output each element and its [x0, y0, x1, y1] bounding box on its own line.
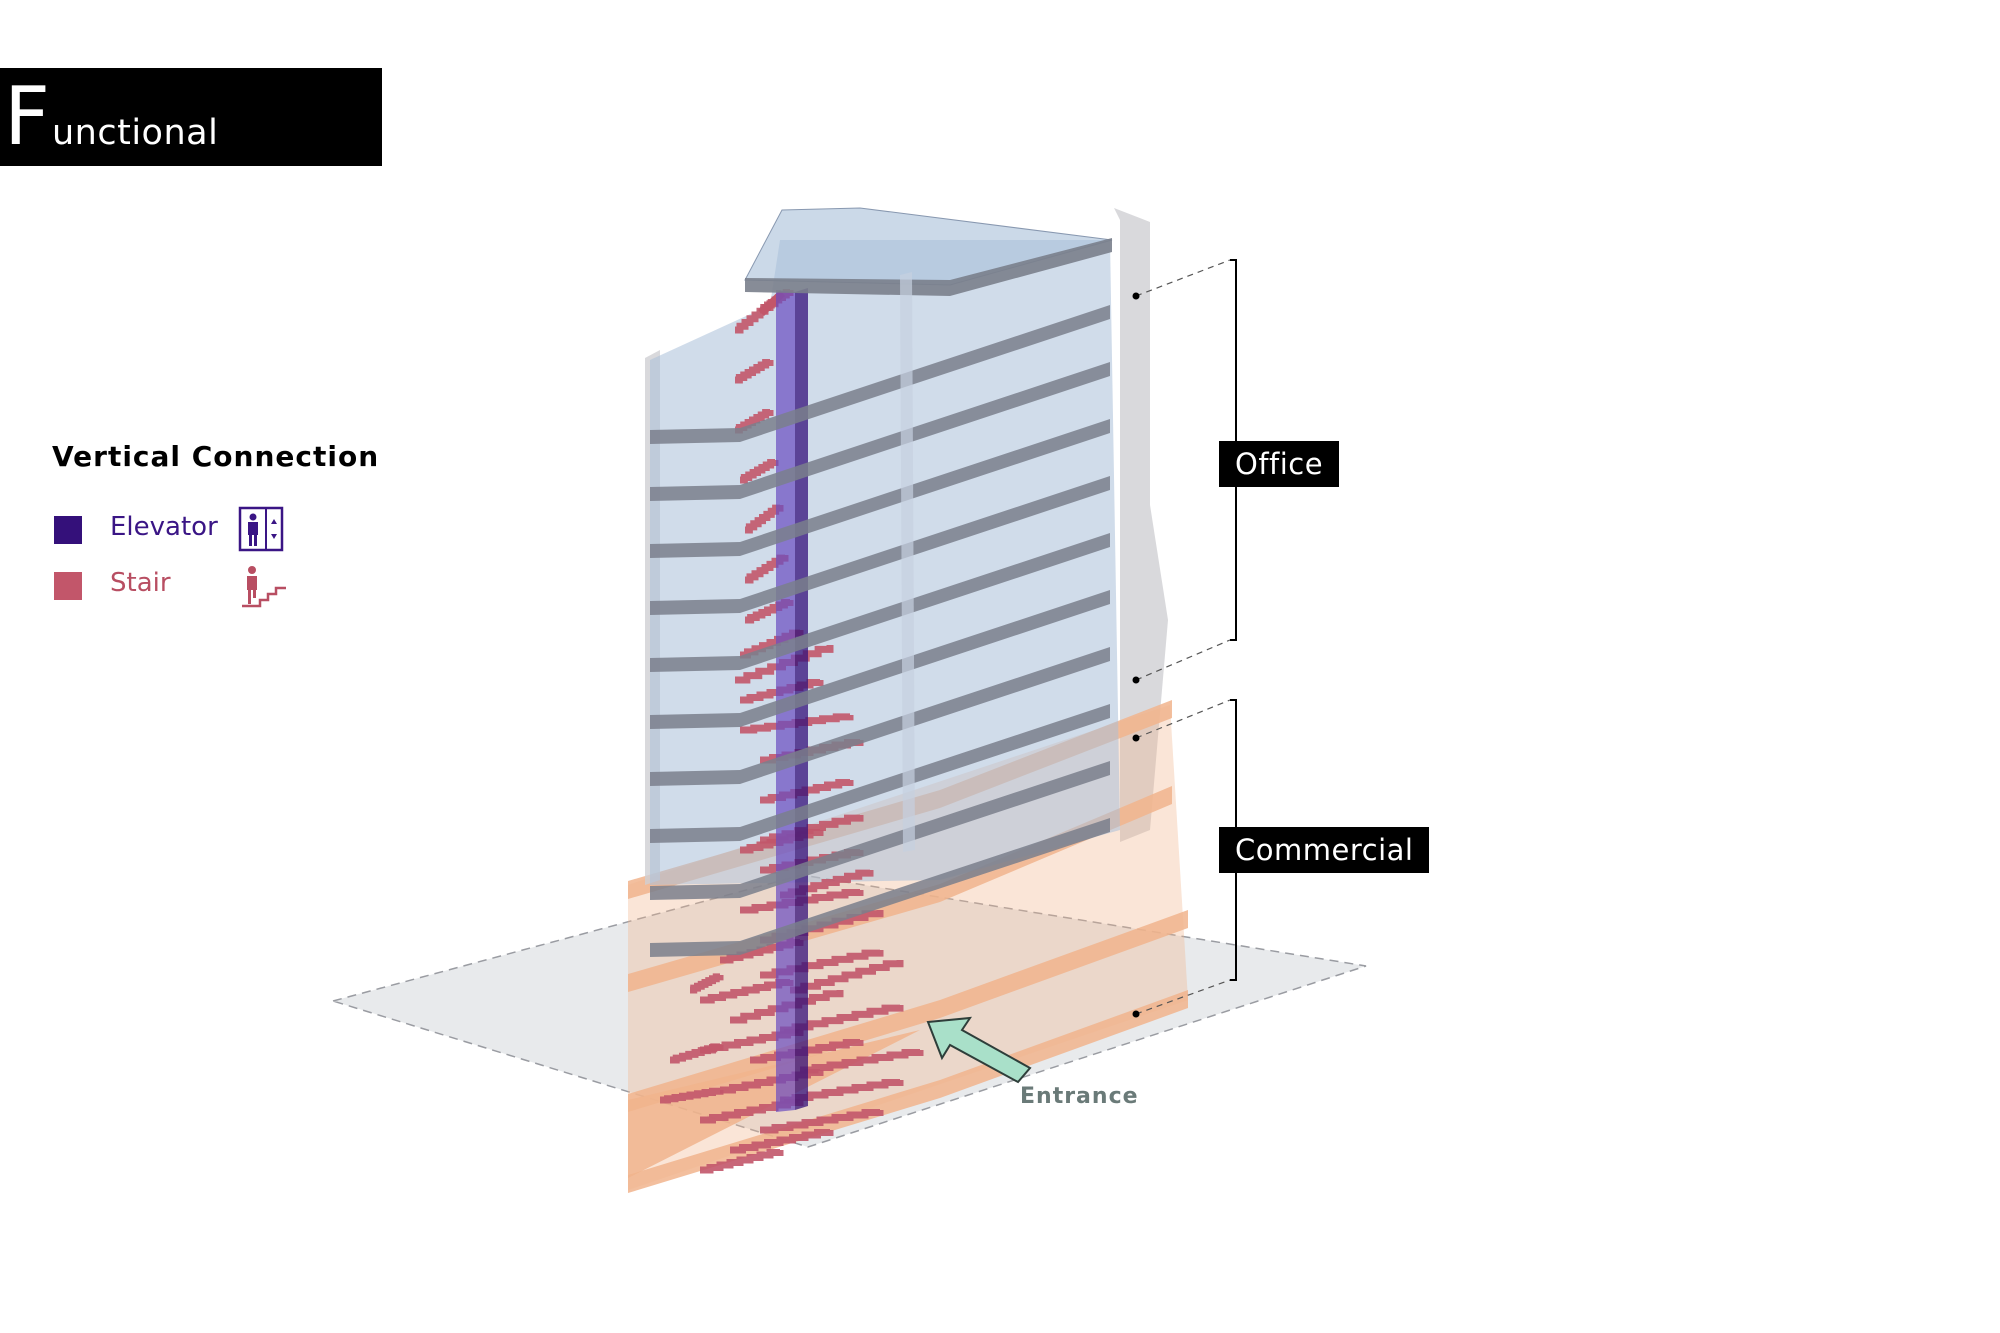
leader-dot: [1132, 734, 1140, 742]
legend: Vertical Connection Elevator Stair: [52, 440, 392, 620]
stair-flight: [760, 1109, 884, 1134]
stair-person-icon: [242, 566, 286, 608]
office-slab: [650, 704, 1110, 843]
office-slab: [650, 818, 1110, 957]
leader-dot: [1132, 676, 1140, 684]
entrance-arrow: [926, 1016, 1032, 1084]
office-slab: [650, 476, 1110, 615]
stair-swatch: [54, 572, 82, 600]
title-initial: F: [4, 70, 51, 163]
stair-flight: [670, 1043, 724, 1064]
stair-label: Stair: [110, 568, 171, 598]
elevator-icon: [238, 506, 284, 552]
stair-flight: [735, 359, 774, 384]
leader-line: [1135, 699, 1231, 739]
title-banner: F unctional Diagram: [0, 68, 382, 166]
leader-line: [1135, 259, 1231, 297]
commercial-zone-label: Commercial: [1219, 827, 1430, 873]
stair-flight: [745, 504, 784, 534]
stair-flight: [660, 1087, 724, 1104]
leader-dot: [1132, 292, 1140, 300]
back-wall: [1114, 208, 1168, 842]
legend-heading: Vertical Connection: [52, 440, 380, 473]
office-slab: [650, 590, 1110, 729]
elevator-label: Elevator: [110, 512, 218, 542]
stair-flight: [730, 1129, 834, 1154]
office-slab: [650, 419, 1110, 558]
stair-flight: [800, 1049, 924, 1074]
stair-flight: [700, 1149, 784, 1174]
office-slab: [650, 362, 1110, 501]
elevator-swatch: [54, 516, 82, 544]
leader-dot: [1132, 1010, 1140, 1018]
office-slab: [650, 647, 1110, 786]
office-slab: [650, 533, 1110, 672]
page-title: unctional Diagram: [52, 113, 219, 166]
office-slab: [650, 305, 1110, 444]
center-mullion: [900, 272, 915, 852]
roof-slab: [745, 238, 1112, 296]
office-slab: [650, 761, 1110, 900]
leader-line: [1135, 979, 1231, 1015]
stair-flight: [790, 960, 904, 994]
stair-flight: [690, 973, 724, 994]
entrance-label: Entrance: [1020, 1084, 1139, 1109]
office-zone-label: Office: [1219, 441, 1340, 487]
stair-flight: [740, 459, 779, 484]
commercial-slab: [628, 910, 1188, 1112]
